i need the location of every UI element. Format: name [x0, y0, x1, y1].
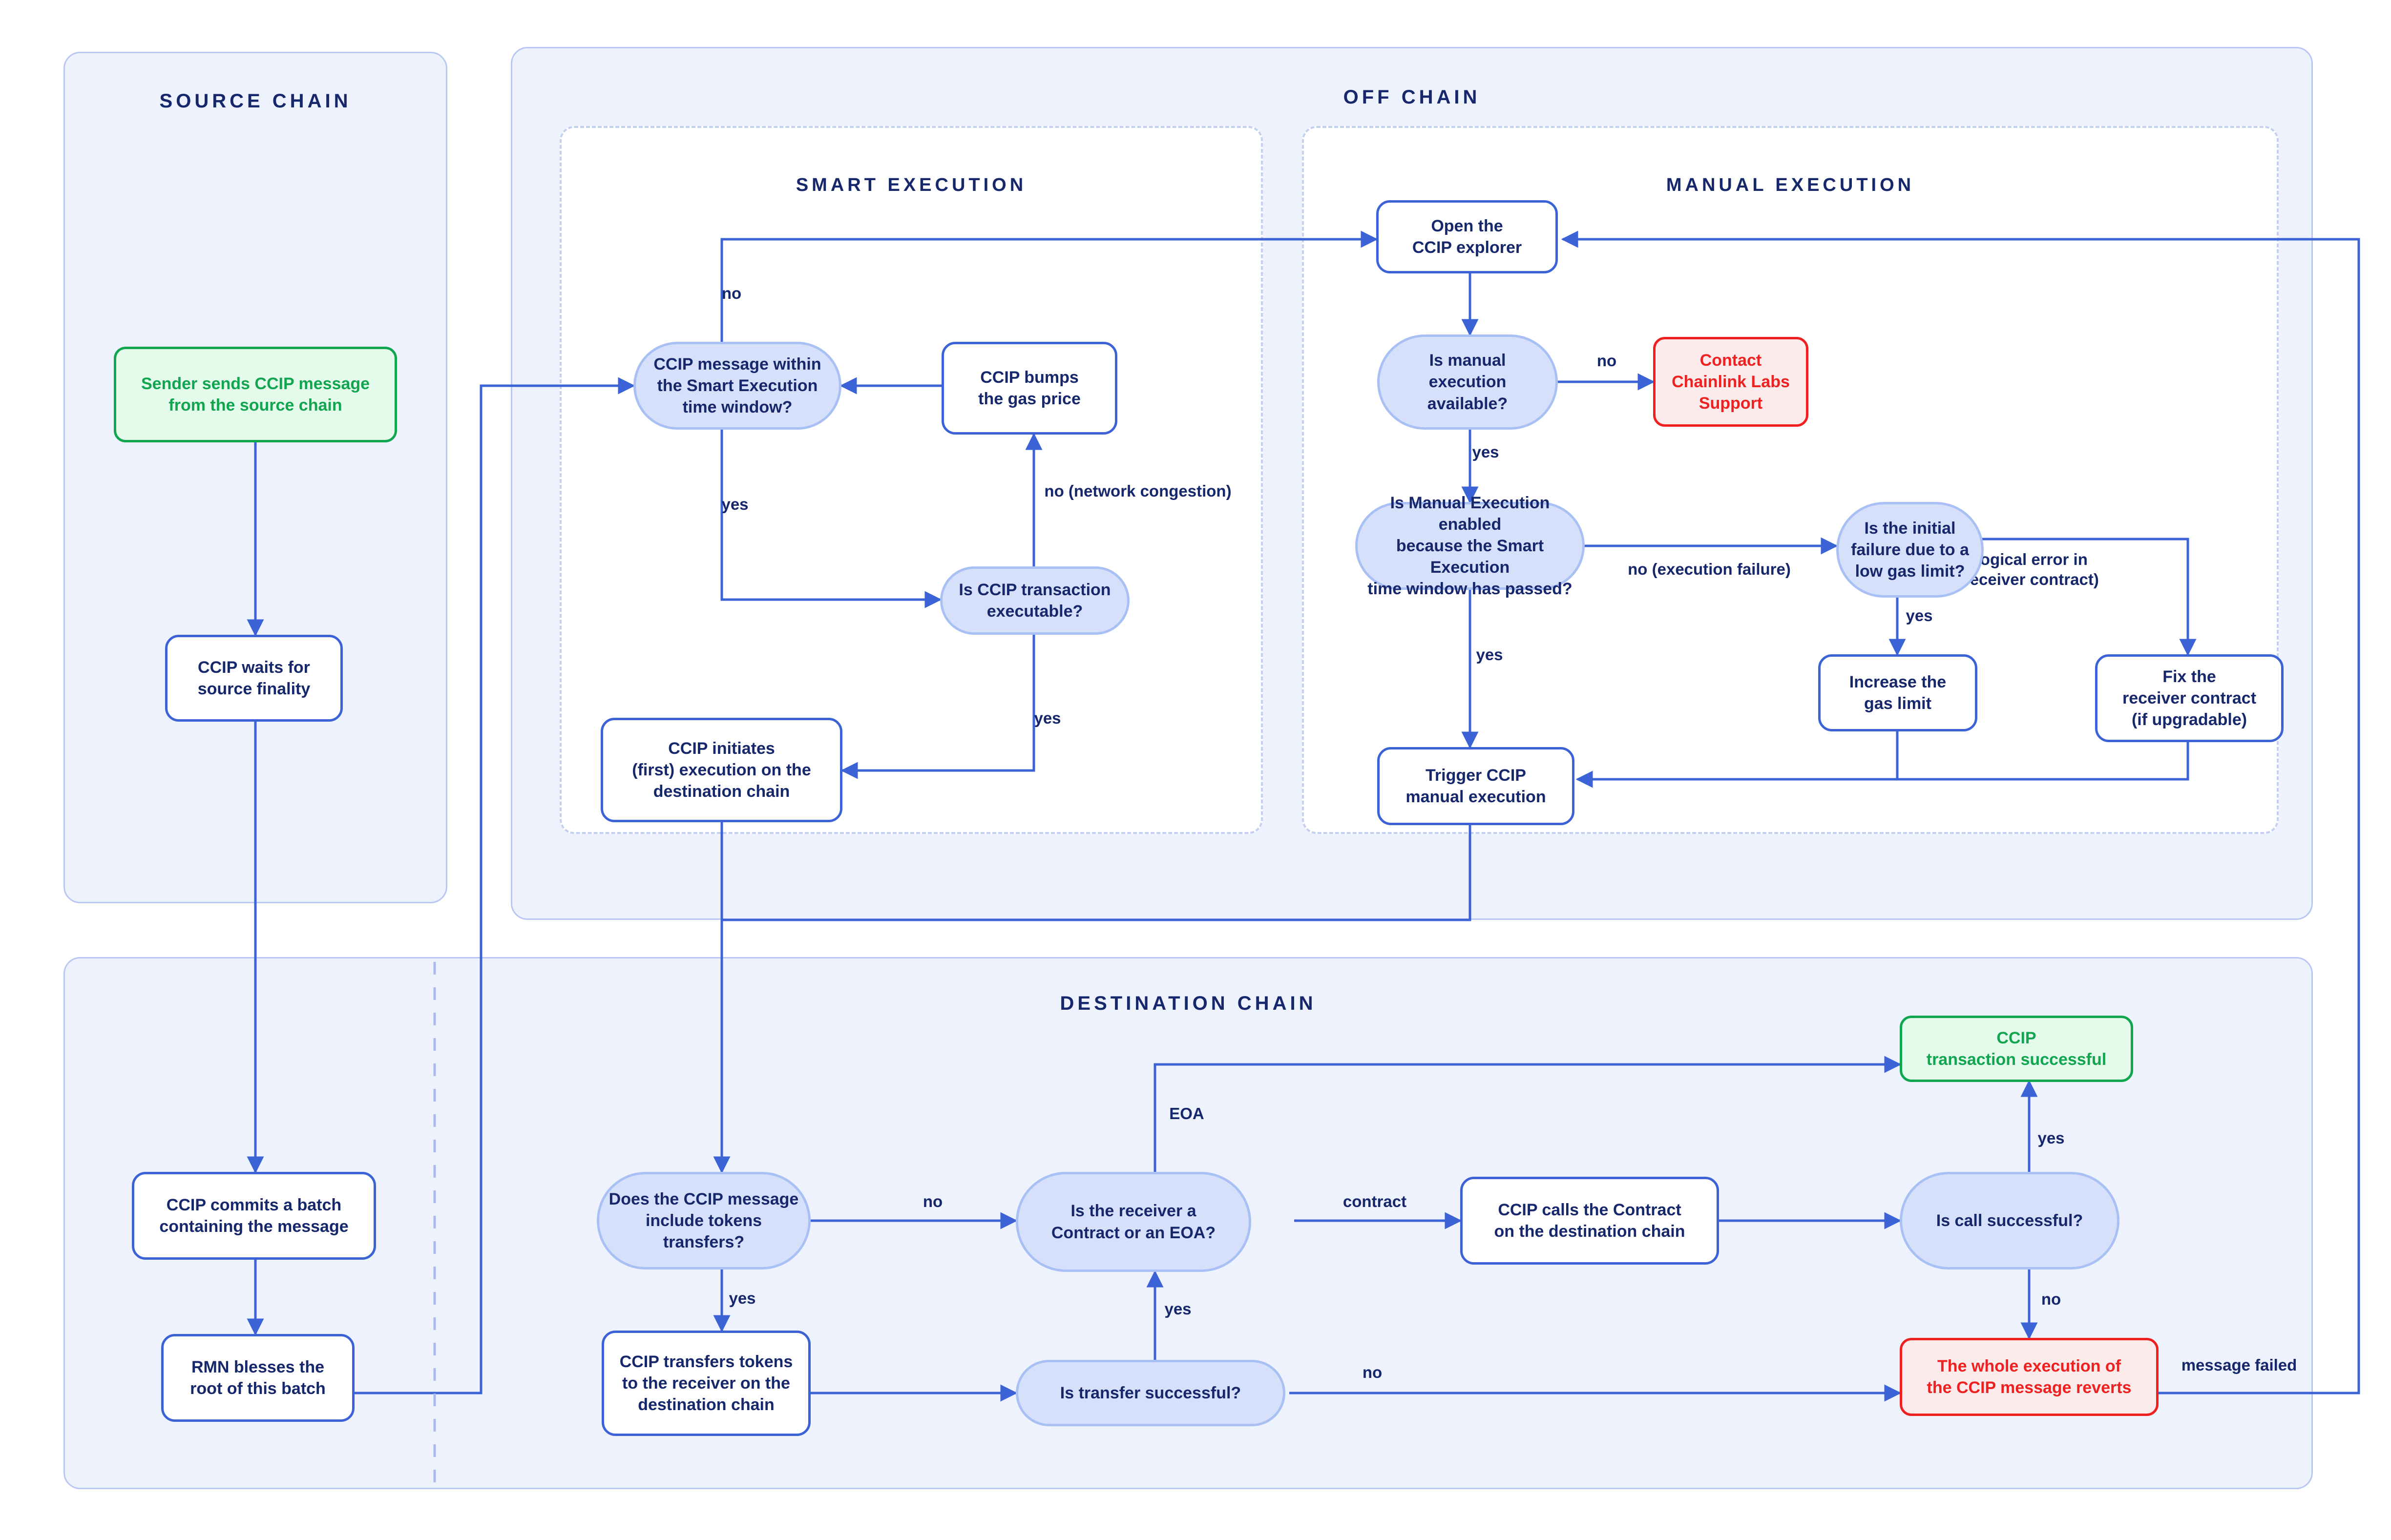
- node-trigger-manual-execution[interactable]: Trigger CCIP manual execution: [1377, 747, 1574, 825]
- edge-label-window-no: no: [721, 284, 742, 302]
- edge-label-tokens-no: no: [923, 1192, 943, 1210]
- node-whole-execution-reverts[interactable]: The whole execution of the CCIP message …: [1900, 1338, 2159, 1416]
- node-is-transfer-successful[interactable]: Is transfer successful?: [1016, 1360, 1285, 1426]
- edge-label-message-failed: message failed: [2181, 1356, 2297, 1374]
- edge-label-executable-no-congestion: no (network congestion): [1044, 482, 1232, 500]
- sublane-smart-execution-title: SMART EXECUTION: [796, 175, 1027, 195]
- edge-label-window-yes: yes: [721, 495, 749, 513]
- sublane-manual-execution-title: MANUAL EXECUTION: [1666, 175, 1915, 195]
- node-is-ccip-transaction-executable[interactable]: Is CCIP transaction executable?: [940, 566, 1130, 635]
- edge-label-receiver-eoa: EOA: [1169, 1104, 1204, 1123]
- node-ccip-message-within-window[interactable]: CCIP message within the Smart Execution …: [633, 342, 841, 430]
- sublane-smart-execution: SMART EXECUTION: [560, 126, 1263, 834]
- node-fix-receiver-contract[interactable]: Fix the receiver contract (if upgradable…: [2095, 654, 2284, 742]
- edge-label-manual-enabled-yes: yes: [1476, 645, 1503, 664]
- edge-label-transfer-yes: yes: [1164, 1300, 1192, 1318]
- node-is-call-successful[interactable]: Is call successful?: [1900, 1172, 2119, 1269]
- edge-label-transfer-no: no: [1362, 1363, 1383, 1381]
- node-ccip-initiates-execution[interactable]: CCIP initiates (first) execution on the …: [601, 718, 842, 822]
- node-contact-chainlink-support[interactable]: Contact Chainlink Labs Support: [1653, 337, 1808, 427]
- node-ccip-transfers-tokens[interactable]: CCIP transfers tokens to the receiver on…: [602, 1331, 811, 1436]
- node-does-message-include-tokens[interactable]: Does the CCIP message include tokens tra…: [597, 1172, 811, 1269]
- edge-label-call-no: no: [2041, 1290, 2061, 1308]
- node-is-manual-execution-available[interactable]: Is manual execution available?: [1377, 334, 1558, 430]
- node-increase-gas-limit[interactable]: Increase the gas limit: [1818, 654, 1977, 731]
- edge-label-call-yes: yes: [2037, 1129, 2065, 1147]
- edge-label-manual-available-no: no: [1596, 352, 1617, 370]
- lane-destination-chain-title: DESTINATION CHAIN: [1060, 993, 1317, 1014]
- node-ccip-bumps-gas-price[interactable]: CCIP bumps the gas price: [942, 342, 1117, 435]
- lane-off-chain-title: OFF CHAIN: [1343, 86, 1481, 108]
- edge-label-manual-available-yes: yes: [1472, 443, 1499, 461]
- node-is-initial-failure-low-gas[interactable]: Is the initial failure due to a low gas …: [1836, 502, 1984, 598]
- node-rmn-blesses-root[interactable]: RMN blesses the root of this batch: [161, 1334, 355, 1422]
- node-open-ccip-explorer[interactable]: Open the CCIP explorer: [1376, 200, 1558, 273]
- node-ccip-transaction-successful[interactable]: CCIP transaction successful: [1900, 1016, 2133, 1082]
- node-ccip-commits-batch[interactable]: CCIP commits a batch containing the mess…: [132, 1172, 376, 1260]
- node-sender-sends-message[interactable]: Sender sends CCIP message from the sourc…: [114, 347, 397, 442]
- node-is-receiver-contract-or-eoa[interactable]: Is the receiver a Contract or an EOA?: [1016, 1172, 1251, 1272]
- lane-source-chain-title: SOURCE CHAIN: [159, 90, 352, 112]
- edge-label-tokens-yes: yes: [729, 1289, 756, 1307]
- edge-label-executable-yes: yes: [1034, 709, 1061, 727]
- node-ccip-calls-contract[interactable]: CCIP calls the Contract on the destinati…: [1460, 1177, 1719, 1265]
- edge-label-initial-failure-yes: yes: [1906, 606, 1933, 624]
- node-ccip-waits-finality[interactable]: CCIP waits for source finality: [165, 635, 343, 722]
- edge-label-receiver-contract: contract: [1342, 1192, 1407, 1210]
- node-is-manual-execution-enabled[interactable]: Is Manual Execution enabled because the …: [1355, 494, 1585, 598]
- edge-label-manual-enabled-no: no (execution failure): [1628, 560, 1791, 578]
